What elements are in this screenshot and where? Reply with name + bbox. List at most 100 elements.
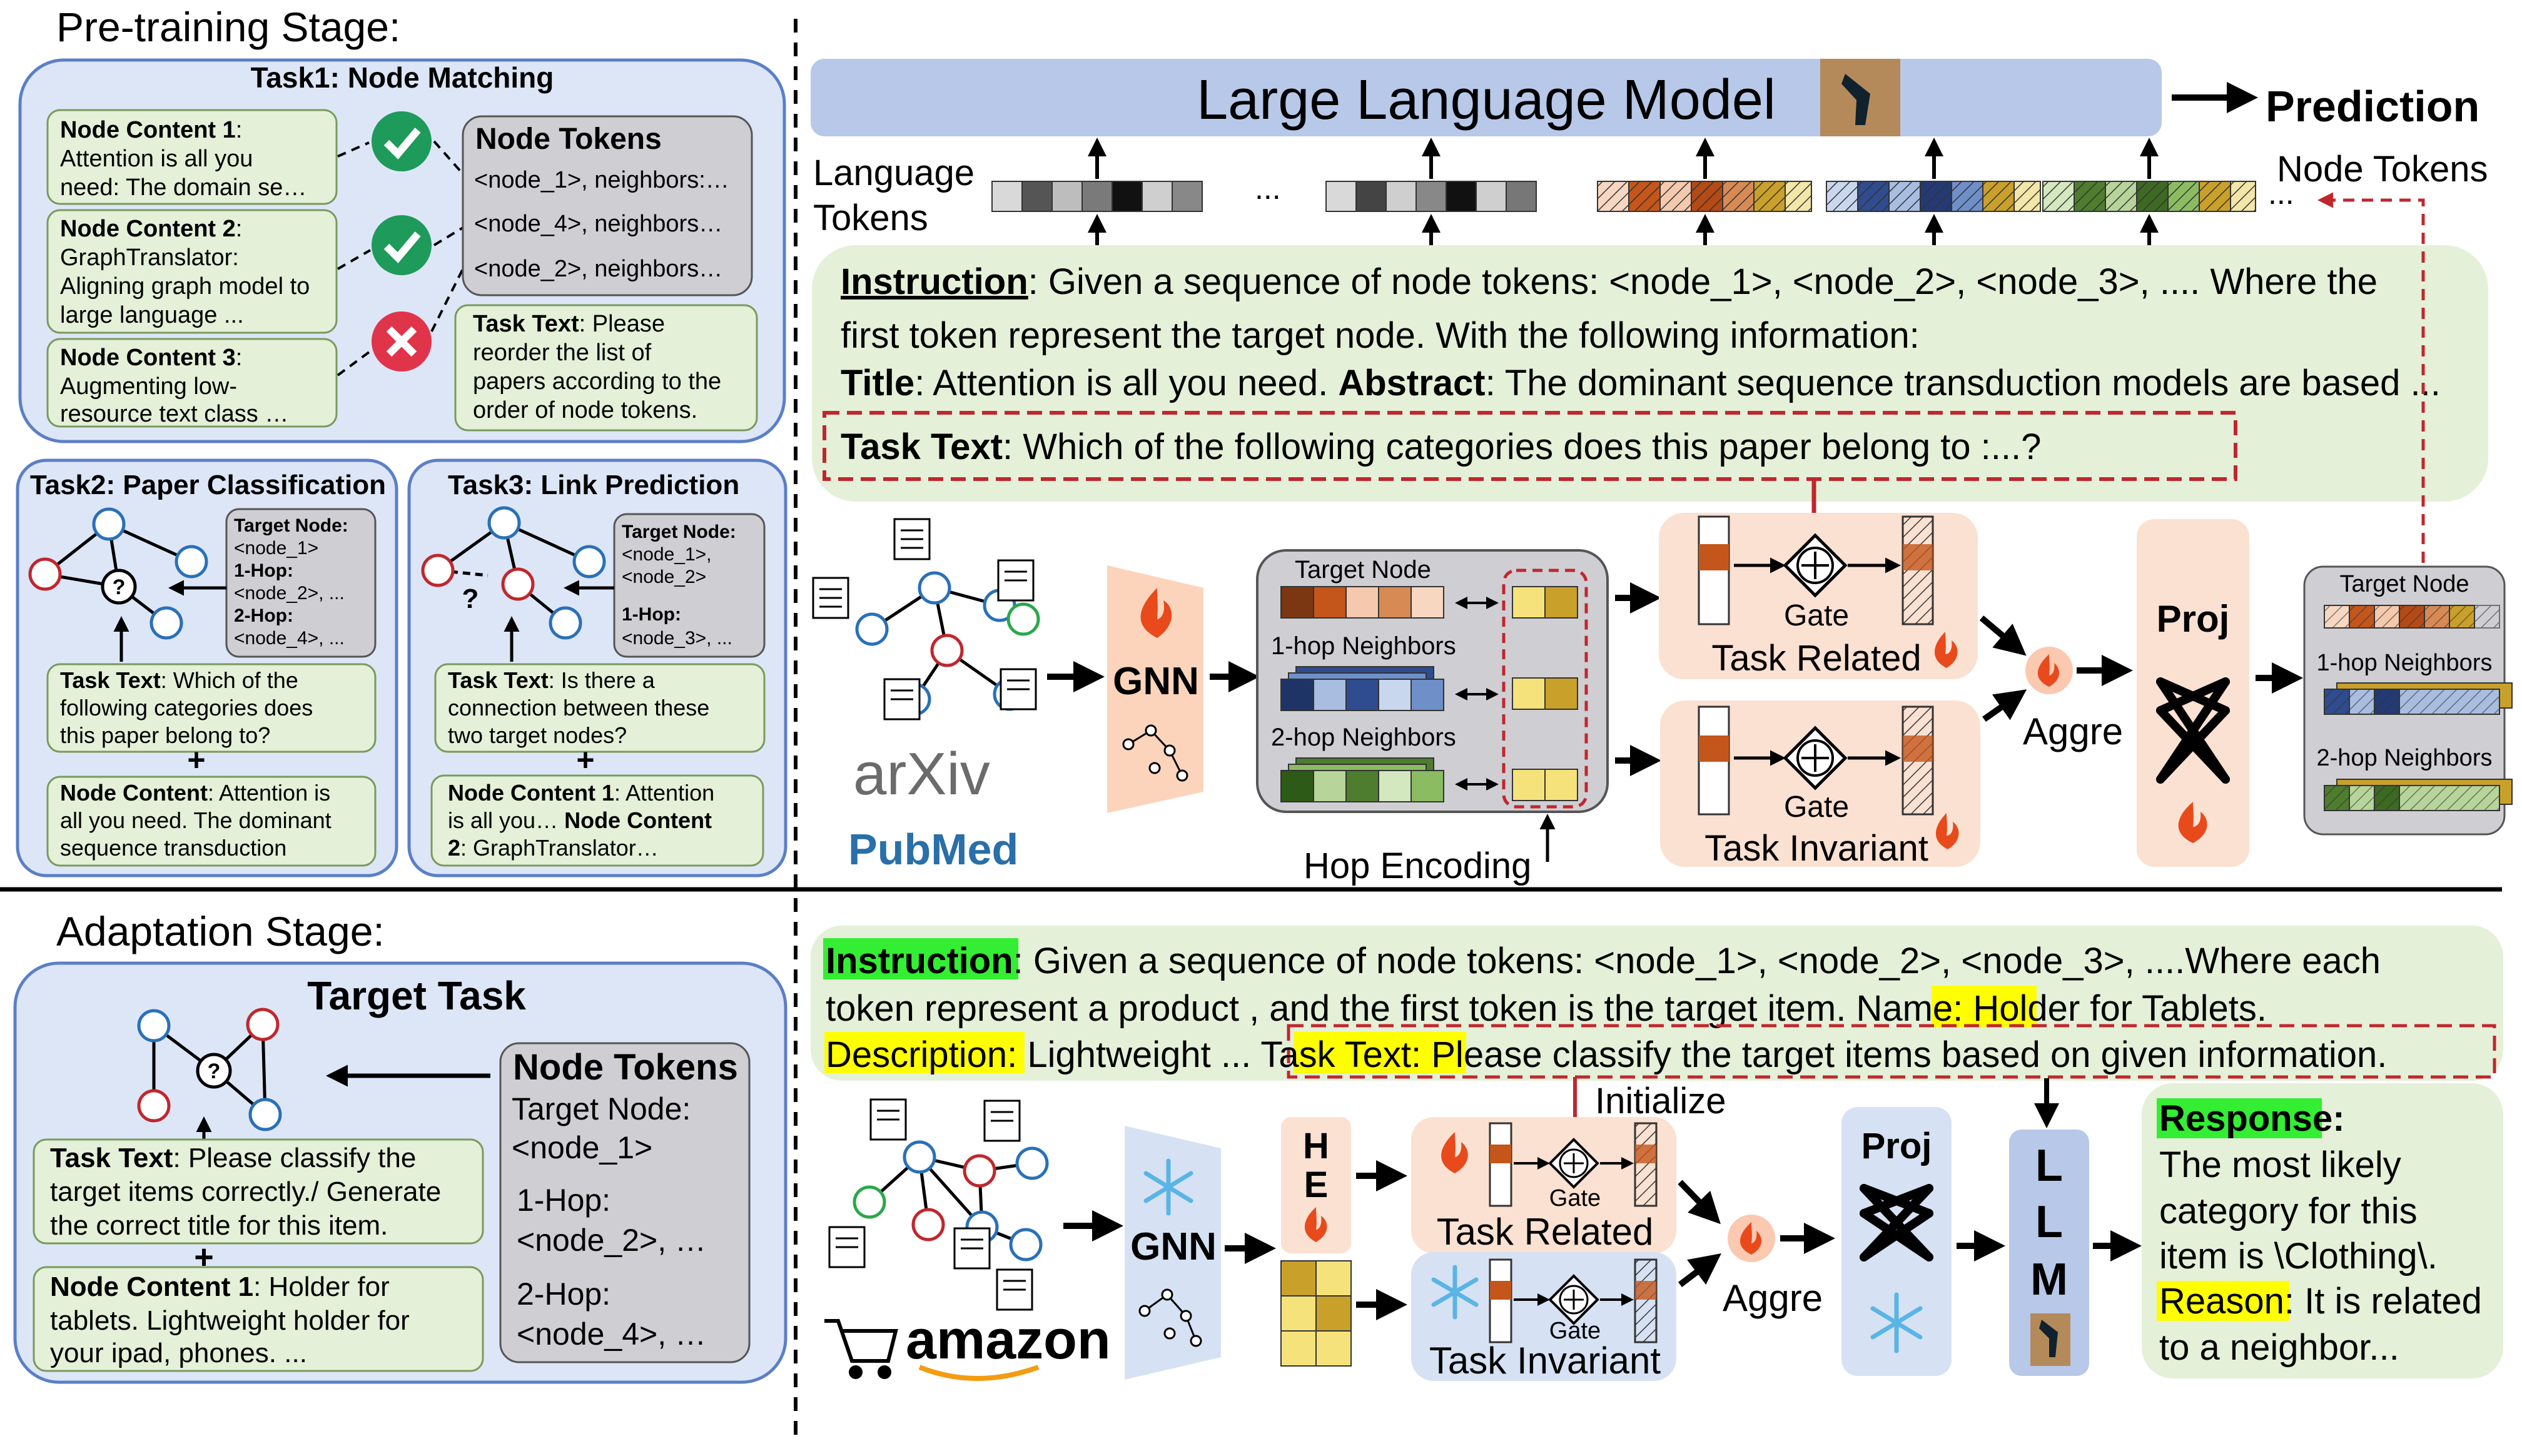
- snowflake-icon: [1870, 1292, 1923, 1353]
- svg-text:H: H: [1303, 1126, 1329, 1166]
- svg-text:is all you… Node Content: is all you… Node Content: [448, 807, 712, 833]
- node-content-1-label: Node Content 1: [60, 117, 236, 143]
- svg-text:Task Invariant: Task Invariant: [1704, 828, 1928, 869]
- description-highlight: [824, 1032, 1025, 1073]
- document-icon: [812, 518, 1037, 720]
- fire-icon: [1934, 632, 1958, 668]
- svg-text:Node Content 1:: Node Content 1:: [60, 117, 242, 143]
- svg-text:Description: Lightweight ... T: Description: Lightweight ... Task Text: …: [826, 1034, 2387, 1075]
- llm-logo-icon: [2030, 1313, 2070, 1366]
- llm-title: Large Language Model: [1197, 69, 1776, 131]
- svg-text:Tokens: Tokens: [813, 198, 928, 238]
- svg-text:1-hop Neighbors: 1-hop Neighbors: [1271, 632, 1456, 660]
- task3-panel: Task3: Link Prediction ? Target Node: <n…: [407, 458, 787, 877]
- prediction-label: Prediction: [2266, 82, 2479, 131]
- svg-text:two target nodes?: two target nodes?: [448, 722, 627, 748]
- fire-icon: [1140, 588, 1172, 638]
- task2-graph-icon: [28, 507, 208, 640]
- snowflake-icon: [1143, 1158, 1193, 1216]
- svg-text:Response:: Response:: [2159, 1098, 2345, 1139]
- pretrain-task-related-block: Gate Task Related: [1659, 513, 1978, 679]
- svg-text:Task Invariant: Task Invariant: [1429, 1340, 1661, 1382]
- svg-text:Task Related: Task Related: [1437, 1211, 1654, 1253]
- svg-text:Gate: Gate: [1784, 599, 1849, 632]
- svg-text:Task Text: Which of the: Task Text: Which of the: [60, 667, 298, 693]
- svg-text:Target Node:: Target Node:: [622, 522, 736, 542]
- svg-text:tablets. Lightweight holder fo: tablets. Lightweight holder for: [50, 1305, 410, 1336]
- svg-text:category for this: category for this: [2159, 1191, 2418, 1231]
- svg-text:L: L: [2035, 1141, 2063, 1191]
- fire-icon: [1441, 1132, 1468, 1173]
- hop-encoding-label: Hop Encoding: [1304, 846, 1531, 886]
- svg-text:+: +: [576, 742, 594, 777]
- adapt-aggre-fire-icon: [1728, 1215, 1775, 1262]
- node-content-3-label: Node Content 3: [60, 345, 236, 371]
- svg-text:connection between these: connection between these: [448, 695, 709, 720]
- svg-text:Node Content 2:: Node Content 2:: [60, 216, 242, 242]
- svg-text:M: M: [2030, 1255, 2068, 1305]
- svg-text:Attention is all you: Attention is all you: [60, 146, 253, 172]
- svg-text:2-hop Neighbors: 2-hop Neighbors: [2317, 745, 2493, 771]
- node-content-3-box: [46, 338, 338, 428]
- adapt-task-invariant-block: Gate Task Invariant: [1411, 1252, 1676, 1382]
- initialize-label: Initialize: [1595, 1081, 1726, 1121]
- adapt-stage-title: Adaptation Stage:: [56, 908, 385, 954]
- svg-text:Task Text: Please: Task Text: Please: [473, 311, 665, 337]
- pretrain-instruction-box: [812, 245, 2488, 502]
- cart-icon: [824, 1319, 898, 1379]
- svg-text:GNN: GNN: [1130, 1225, 1217, 1268]
- adapt-graph-icon: [137, 1008, 282, 1131]
- svg-text:<node_2>, ...: <node_2>, ...: [234, 583, 345, 604]
- node-content-2-box: [46, 209, 338, 334]
- node-token-strip: [2042, 181, 2256, 212]
- svg-text:<node_2>, neighbors…: <node_2>, neighbors…: [474, 256, 722, 282]
- adapt-proj-block: Proj: [1841, 1107, 1952, 1376]
- pretrain-gnn-block: GNN: [1107, 565, 1203, 813]
- svg-text:2: GraphTranslator…: 2: GraphTranslator…: [448, 835, 659, 861]
- adapt-aggre-label: Aggre: [1723, 1277, 1823, 1319]
- svg-text:GraphTranslator:: GraphTranslator:: [60, 245, 239, 271]
- svg-text:+: +: [187, 742, 205, 777]
- svg-text:<node_4>, neighbors…: <node_4>, neighbors…: [474, 211, 722, 237]
- node-token-strip: [1826, 181, 2041, 212]
- adapt-llm-block: L L M: [2009, 1130, 2089, 1376]
- svg-text:?: ?: [462, 584, 479, 614]
- svg-text:token represent a product , an: token represent a product , and the firs…: [826, 988, 2267, 1029]
- svg-text:all you need. The dominant: all you need. The dominant: [60, 807, 332, 833]
- adapt-instruction-box: [811, 926, 2503, 1081]
- svg-text:item is \Clothing\.: item is \Clothing\.: [2159, 1236, 2438, 1277]
- svg-text:Node Content 1: Holder for: Node Content 1: Holder for: [50, 1271, 390, 1302]
- node-tokens-label: Node Tokens: [2277, 149, 2488, 190]
- node-content-2-label: Node Content 2: [60, 216, 236, 242]
- svg-text:reorder the list of: reorder the list of: [473, 340, 652, 366]
- response-box: Response: The most likely category for t…: [2142, 1083, 2503, 1378]
- svg-text:<node_1>, neighbors:…: <node_1>, neighbors:…: [474, 167, 729, 193]
- task-text-dashed-box: [823, 411, 2237, 481]
- svg-text:Instruction: Given a sequence: Instruction: Given a sequence of node to…: [826, 941, 2381, 981]
- task3-title: Task3: Link Prediction: [448, 470, 739, 500]
- svg-text:papers according to the: papers according to the: [473, 368, 721, 395]
- language-tokens-label: Language: [813, 153, 975, 193]
- svg-text:Target Node:: Target Node:: [512, 1091, 691, 1126]
- svg-text:sequence transduction: sequence transduction: [60, 835, 286, 861]
- svg-text:1-hop Neighbors: 1-hop Neighbors: [2317, 650, 2493, 676]
- svg-text:Node Tokens: Node Tokens: [513, 1047, 738, 1088]
- node-tokens-title: Node Tokens: [475, 123, 662, 156]
- adapt-instruction-label: Instruction: [826, 941, 1013, 981]
- svg-text:E: E: [1304, 1165, 1329, 1205]
- task1-task-text-box: [454, 304, 758, 432]
- svg-text:Task Related: Task Related: [1711, 638, 1921, 679]
- instruction-label: Instruction: [841, 261, 1028, 302]
- amazon-logo: amazon: [906, 1308, 1111, 1370]
- svg-text:Reason: It is related: Reason: It is related: [2159, 1281, 2482, 1322]
- node-tokens-box: [462, 115, 753, 296]
- document-icon: [828, 1098, 1033, 1311]
- task1-title: Task1: Node Matching: [251, 61, 554, 94]
- fire-icon: [1935, 813, 1959, 849]
- svg-text:L: L: [2035, 1197, 2063, 1247]
- svg-text:Proj: Proj: [1861, 1126, 1932, 1166]
- svg-text:Augmenting low-: Augmenting low-: [60, 373, 237, 400]
- svg-text:...: ...: [1255, 171, 1281, 206]
- aggre-label: Aggre: [2023, 710, 2123, 752]
